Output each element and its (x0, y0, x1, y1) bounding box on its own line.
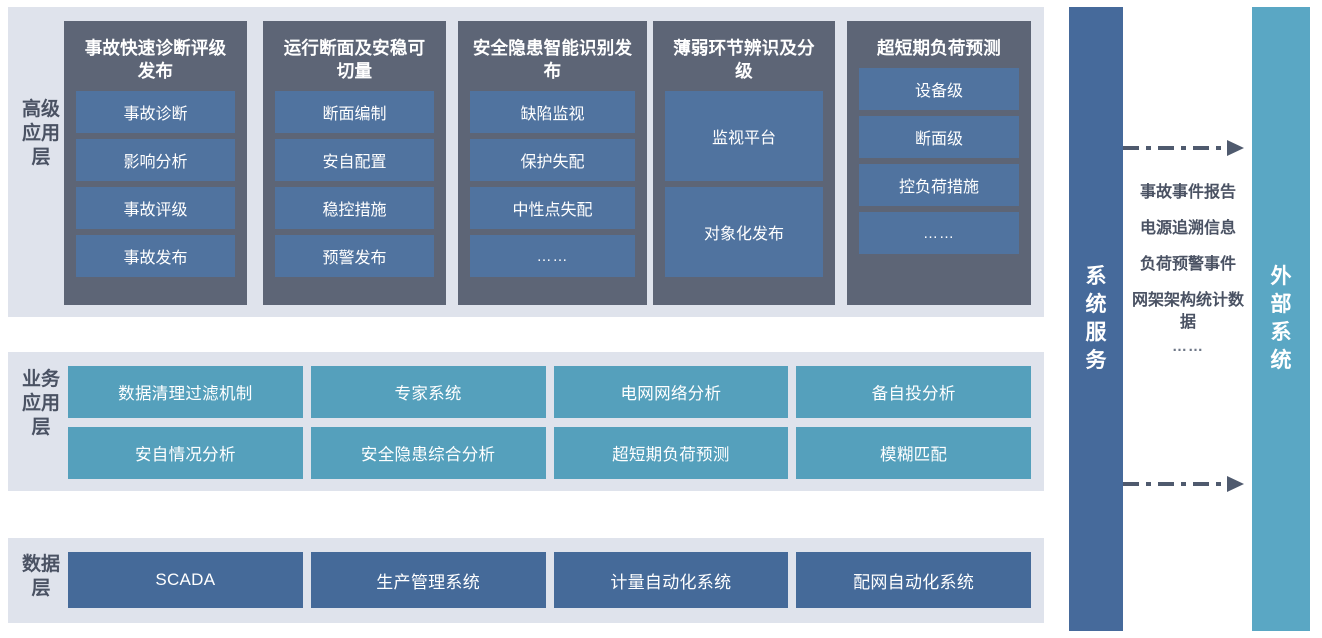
flow-arrow-bottom (1123, 476, 1253, 492)
advanced-column-operation-section[interactable]: 运行断面及安稳可切量 断面编制 安自配置 稳控措施 预警发布 (263, 21, 446, 305)
data-layer-label: 数据层 (22, 554, 61, 599)
advanced-column-title: 运行断面及安稳可切量 (283, 38, 426, 81)
data-item[interactable]: 计量自动化系统 (553, 552, 789, 608)
system-service-bar[interactable]: 系统服务 (1069, 7, 1123, 631)
advanced-item[interactable]: 稳控措施 (275, 187, 434, 229)
flow-label: 事故事件报告 (1139, 184, 1236, 201)
data-layer-grid: SCADA 生产管理系统 计量自动化系统 配网自动化系统 (68, 552, 1031, 608)
advanced-column-title: 超短期负荷预测 (877, 38, 1001, 58)
advanced-item[interactable]: 保护失配 (470, 139, 635, 181)
arrow-head-icon (1227, 476, 1244, 492)
advanced-column-load-forecast[interactable]: 超短期负荷预测 设备级 断面级 控负荷措施 …… (847, 21, 1031, 305)
system-service-label: 系统服务 (1085, 265, 1107, 372)
advanced-item[interactable]: 事故评级 (76, 187, 235, 229)
advanced-item[interactable]: 监视平台 (665, 91, 823, 181)
business-application-grid: 数据清理过滤机制 专家系统 电网网络分析 备自投分析 安自情况分析 安全隐患综合… (68, 366, 1031, 479)
external-system-label: 外部系统 (1270, 265, 1292, 372)
business-item[interactable]: 专家系统 (310, 366, 546, 418)
advanced-item[interactable]: 影响分析 (76, 139, 235, 181)
advanced-item[interactable]: 安自配置 (275, 139, 434, 181)
advanced-item[interactable]: 断面级 (859, 116, 1019, 158)
advanced-item[interactable]: 事故发布 (76, 235, 235, 277)
advanced-item[interactable]: 设备级 (859, 68, 1019, 110)
advanced-application-layer-label: 高级应用层 (22, 99, 61, 168)
data-item[interactable]: 配网自动化系统 (796, 552, 1031, 608)
advanced-column-items: 缺陷监视 保护失配 中性点失配 …… (470, 91, 635, 277)
advanced-item[interactable]: 预警发布 (275, 235, 434, 277)
advanced-item[interactable]: 中性点失配 (470, 187, 635, 229)
arrow-head-icon (1227, 140, 1244, 156)
advanced-item[interactable]: 断面编制 (275, 91, 434, 133)
data-item[interactable]: SCADA (68, 552, 303, 608)
advanced-column-items: 断面编制 安自配置 稳控措施 预警发布 (275, 91, 434, 277)
business-item[interactable]: 数据清理过滤机制 (68, 366, 303, 418)
advanced-column-items: 设备级 断面级 控负荷措施 …… (859, 68, 1019, 254)
advanced-item[interactable]: 对象化发布 (665, 187, 823, 277)
advanced-item[interactable]: 控负荷措施 (859, 164, 1019, 206)
advanced-item[interactable]: 事故诊断 (76, 91, 235, 133)
advanced-column-accident-diagnosis[interactable]: 事故快速诊断评级发布 事故诊断 影响分析 事故评级 事故发布 (64, 21, 247, 305)
business-item[interactable]: 电网网络分析 (553, 366, 789, 418)
advanced-column-title: 薄弱环节辨识及分级 (673, 38, 815, 81)
advanced-column-title: 安全隐患智能识别发布 (472, 38, 633, 81)
advanced-column-safety-hazard[interactable]: 安全隐患智能识别发布 缺陷监视 保护失配 中性点失配 …… (458, 21, 647, 305)
advanced-column-title: 事故快速诊断评级发布 (84, 38, 227, 81)
advanced-item-ellipsis[interactable]: …… (470, 235, 635, 277)
business-item[interactable]: 备自投分析 (796, 366, 1031, 418)
dash-dot-line (1123, 146, 1231, 150)
advanced-item[interactable]: 缺陷监视 (470, 91, 635, 133)
business-item[interactable]: 安自情况分析 (68, 427, 303, 479)
advanced-column-items: 事故诊断 影响分析 事故评级 事故发布 (76, 91, 235, 277)
flow-label: 电源追溯信息 (1139, 220, 1236, 237)
business-item[interactable]: 超短期负荷预测 (553, 427, 789, 479)
business-item[interactable]: 模糊匹配 (796, 427, 1031, 479)
flow-label: 网架架构统计数据 (1131, 292, 1244, 331)
dash-dot-line (1123, 482, 1231, 486)
flow-arrow-top (1123, 140, 1253, 156)
external-system-bar[interactable]: 外部系统 (1252, 7, 1310, 631)
flow-label-list: 事故事件报告 电源追溯信息 负荷预警事件 网架架构统计数据 …… (1129, 182, 1247, 355)
business-application-layer-label: 业务应用层 (22, 369, 61, 438)
data-item[interactable]: 生产管理系统 (310, 552, 546, 608)
advanced-column-items: 监视平台 对象化发布 (665, 91, 823, 277)
flow-label-ellipsis: …… (1172, 338, 1204, 355)
advanced-column-weak-link[interactable]: 薄弱环节辨识及分级 监视平台 对象化发布 (653, 21, 835, 305)
flow-label: 负荷预警事件 (1139, 256, 1236, 273)
advanced-item-ellipsis[interactable]: …… (859, 212, 1019, 254)
business-item[interactable]: 安全隐患综合分析 (310, 427, 546, 479)
